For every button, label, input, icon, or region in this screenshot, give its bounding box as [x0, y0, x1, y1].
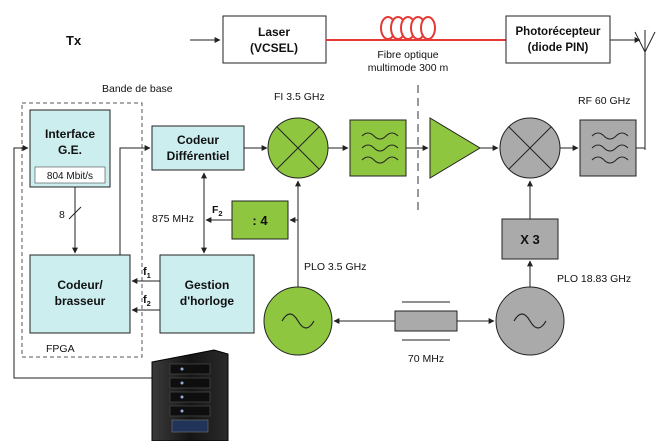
- freq-875-label: 875 MHz: [152, 213, 194, 225]
- bus-width-label: 8: [59, 209, 65, 221]
- f2-label: F2: [212, 204, 223, 218]
- mixer-rf-icon: [499, 117, 561, 179]
- photodetector-box: [505, 15, 611, 64]
- server-icon: [151, 349, 229, 441]
- rf-filter-icon: [579, 119, 637, 177]
- differential-encoder-box: [151, 125, 245, 171]
- laser-sub-label: (VCSEL): [250, 41, 298, 55]
- multiplier-box: [501, 218, 559, 260]
- fpga-boundary: [21, 102, 143, 358]
- coder-to-encoder-line: [119, 145, 151, 255]
- clock-label: Gestion: [185, 278, 230, 292]
- mixer-if-icon: [267, 117, 329, 179]
- photodetector-sub-label: (diode PIN): [528, 42, 589, 54]
- reference-oscillator-box: [394, 310, 458, 332]
- divider-box: [231, 200, 289, 240]
- divider-label: : 4: [252, 213, 268, 228]
- coder-label: Codeur/: [57, 278, 103, 292]
- fpga-label: FPGA: [46, 343, 75, 355]
- encoder-label: Codeur: [177, 133, 219, 147]
- fiber-length-label: multimode 300 m: [368, 62, 449, 74]
- amplifier-icon: [429, 117, 481, 179]
- plo35-label: PLO 3.5 GHz: [304, 261, 366, 273]
- rate-label: 804 Mbit/s: [47, 171, 93, 182]
- rate-box: [34, 166, 106, 184]
- fiber-coil-icon: [380, 16, 436, 40]
- oscillator-1883-icon: [495, 286, 565, 356]
- clock-management-box: [159, 254, 255, 334]
- clock-sub-label: d'horloge: [180, 294, 235, 308]
- freq-70-label: 70 MHz: [408, 353, 444, 365]
- plo1883-label: PLO 18.83 GHz: [557, 273, 631, 285]
- laser-box: [222, 15, 327, 64]
- coder-scrambler-box: [29, 254, 131, 334]
- f2b-label: f2: [143, 294, 151, 308]
- interface-sub-label: G.E.: [58, 143, 82, 157]
- if-filter-icon: [349, 119, 407, 177]
- tx-label: Tx: [66, 33, 82, 48]
- multiplier-label: X 3: [520, 232, 540, 247]
- encoder-sub-label: Différentiel: [167, 149, 230, 163]
- f1-label: f1: [143, 266, 151, 280]
- fiber-label: Fibre optique: [377, 49, 438, 61]
- server-to-interface-line: [13, 145, 152, 379]
- bus-slash: [68, 206, 82, 220]
- coder-sub-label: brasseur: [55, 294, 106, 308]
- fi-label: FI 3.5 GHz: [274, 91, 325, 103]
- photodetector-label: Photorécepteur: [516, 26, 602, 38]
- antenna-icon: [634, 30, 656, 150]
- oscillator-35-icon: [263, 286, 333, 356]
- interface-label: Interface: [45, 127, 95, 141]
- baseband-label: Bande de base: [102, 83, 173, 95]
- laser-label: Laser: [258, 25, 290, 39]
- rf-label: RF 60 GHz: [578, 95, 631, 107]
